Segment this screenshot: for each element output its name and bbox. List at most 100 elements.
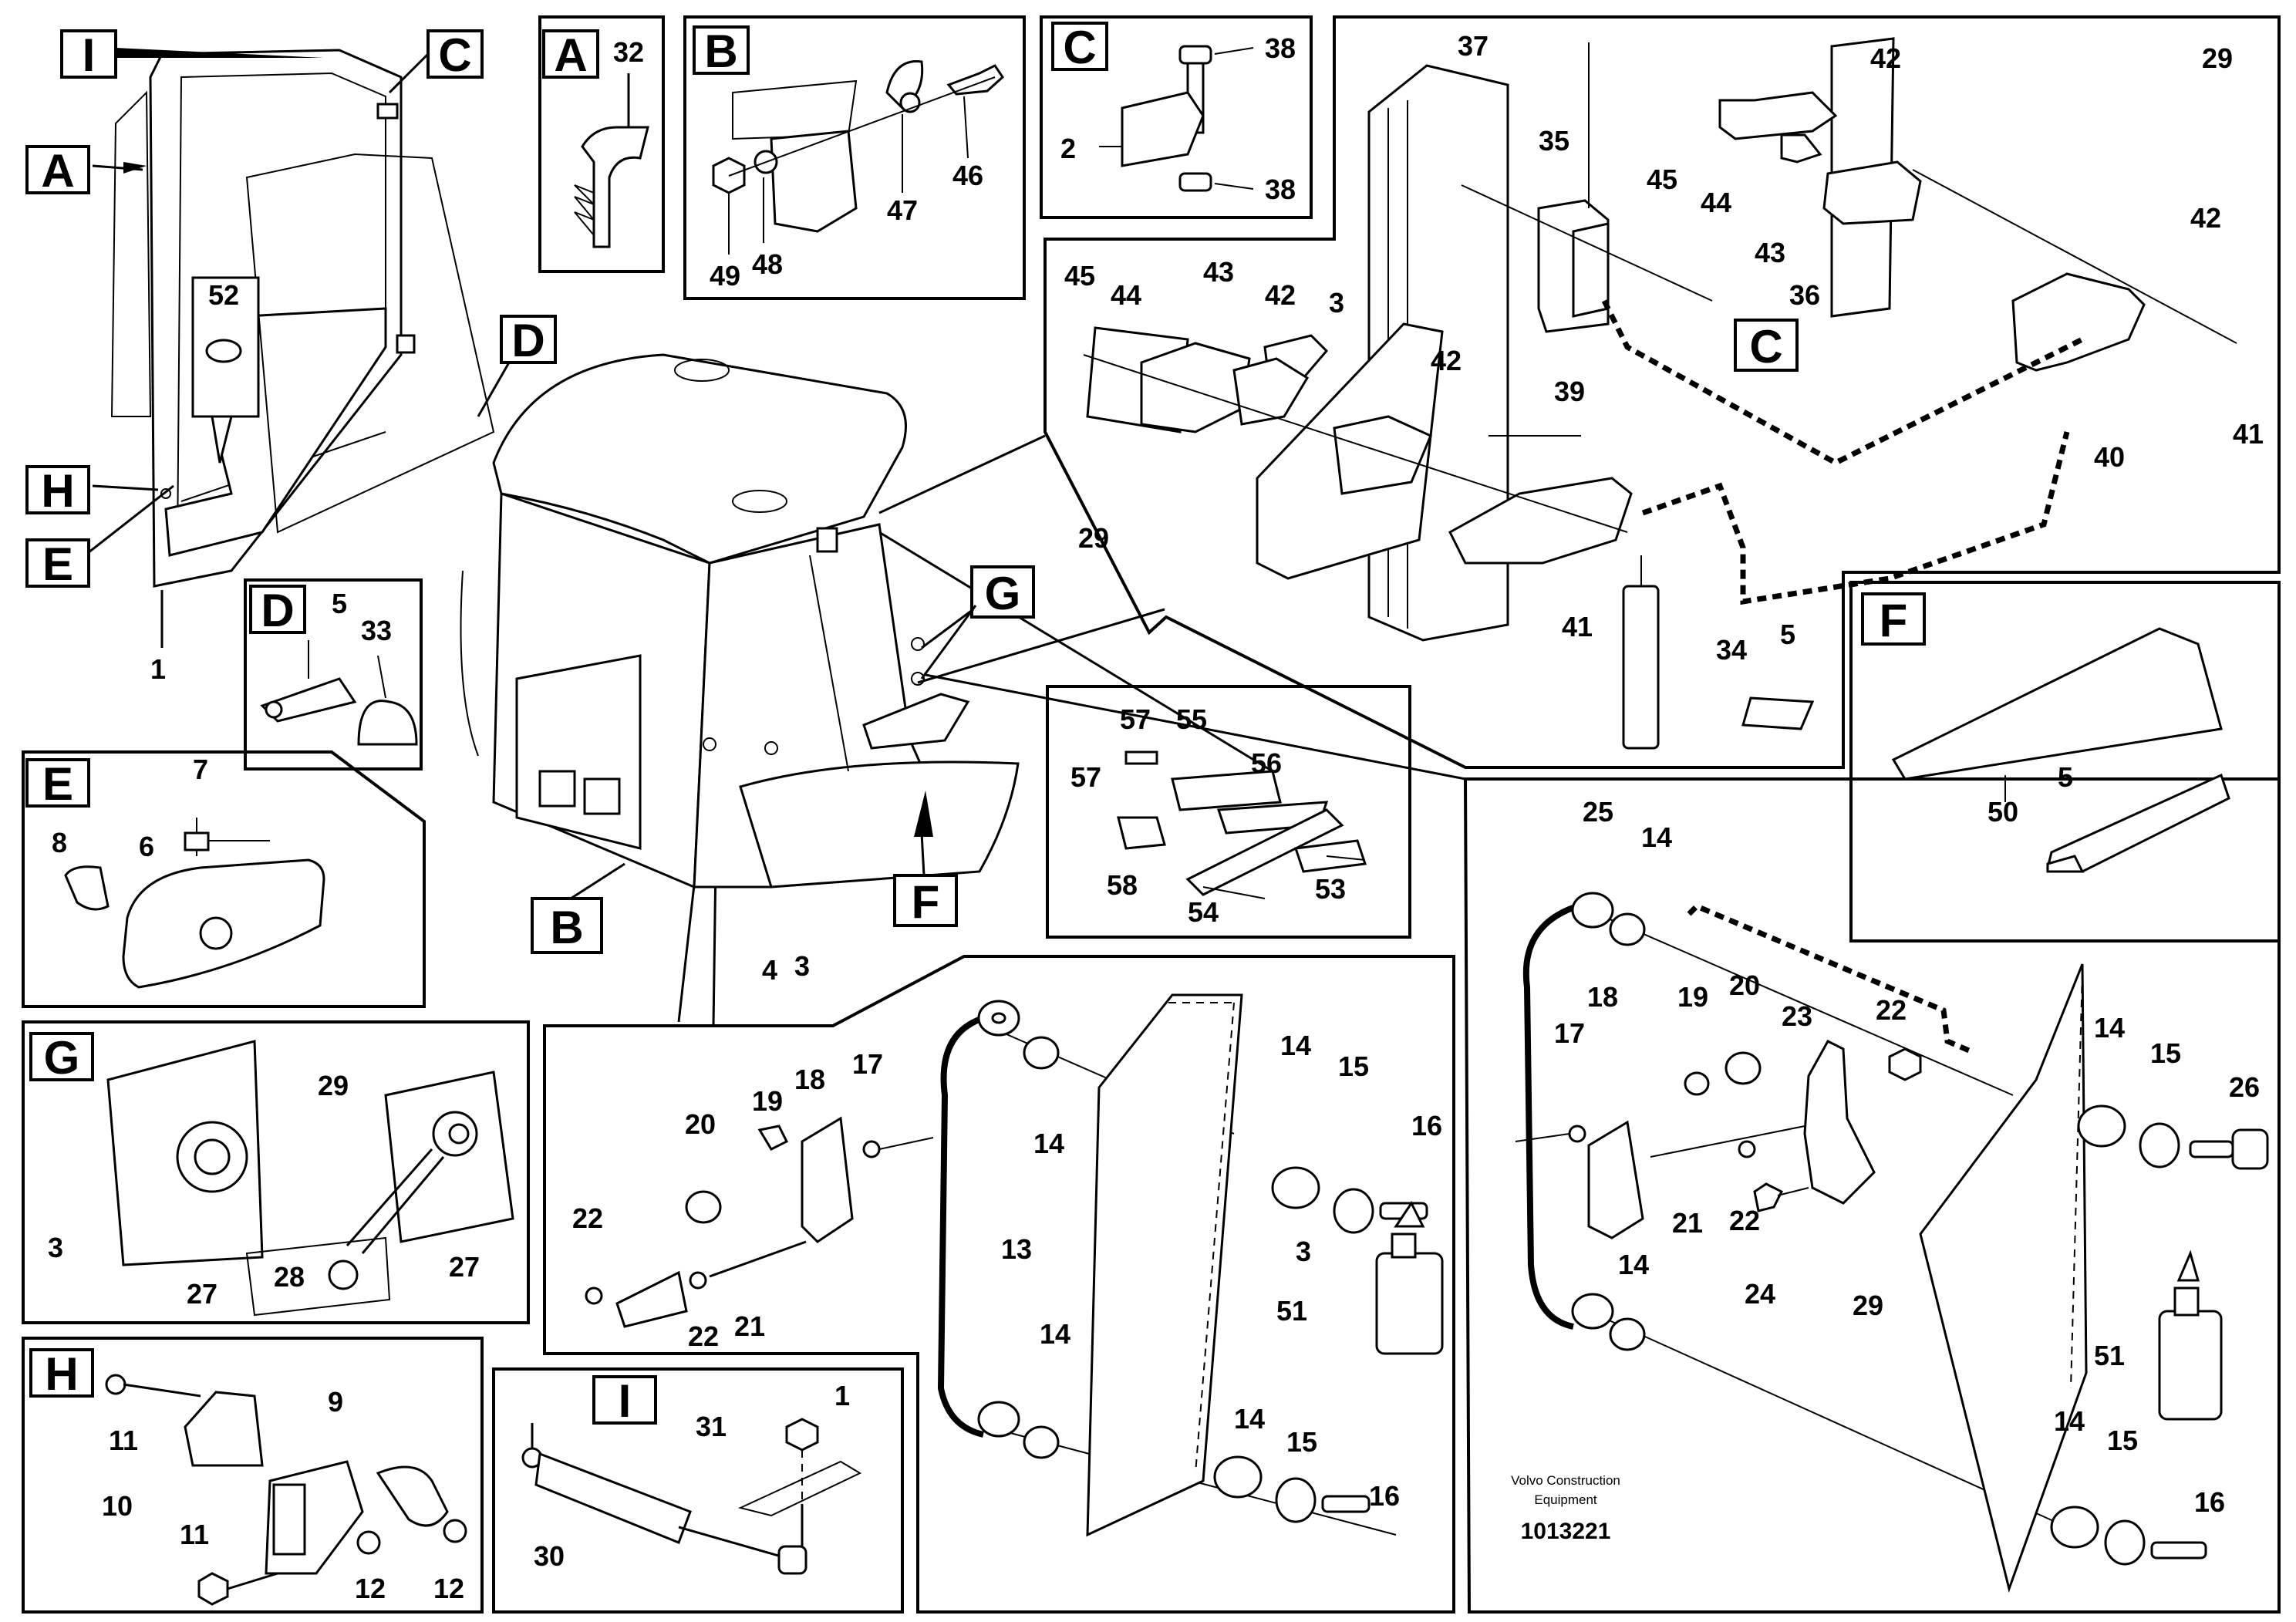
part-number-57-b: 57 <box>1070 761 1101 793</box>
tag-C-hinge: C <box>1749 321 1782 373</box>
part-number-7: 7 <box>193 754 208 785</box>
part-number-11-bottom: 11 <box>180 1519 209 1550</box>
part-number-45-top: 45 <box>1647 164 1677 195</box>
part-number-5-top: 5 <box>1780 619 1795 650</box>
detail-bracket-53-58 <box>1117 750 1367 899</box>
part-number-30: 30 <box>534 1540 565 1572</box>
part-numbers: 1 52 32 46 47 49 48 38 38 2 37 35 45 44 … <box>48 30 2264 1604</box>
part-number-5-f: 5 <box>2058 761 2073 793</box>
tag-H-detail: H <box>45 1348 78 1400</box>
part-number-29-door: 29 <box>1853 1290 1883 1321</box>
part-number-9: 9 <box>328 1386 343 1418</box>
part-number-14-b: 14 <box>1280 1030 1311 1061</box>
tag-H: H <box>41 465 74 517</box>
part-number-14-h: 14 <box>2054 1405 2085 1437</box>
tag-F-detail: F <box>1880 595 1908 646</box>
part-number-4: 4 <box>762 954 777 986</box>
detail-i-gas-strut <box>521 1418 862 1575</box>
part-number-29-g: 29 <box>318 1070 349 1101</box>
part-number-33: 33 <box>361 615 392 646</box>
detail-b-bracket <box>712 60 1004 255</box>
part-number-3-top: 3 <box>1329 287 1344 319</box>
door-assembly-overview <box>110 49 495 648</box>
part-number-51-right: 51 <box>2094 1340 2125 1371</box>
part-number-43-left: 43 <box>1203 256 1234 288</box>
tag-I-detail: I <box>619 1375 632 1427</box>
part-number-14-e: 14 <box>1641 821 1672 853</box>
tag-F: F <box>912 876 940 928</box>
part-number-3-cab: 3 <box>794 950 810 982</box>
part-number-53: 53 <box>1315 873 1346 905</box>
tag-E: E <box>42 538 73 590</box>
part-number-29-cab: 29 <box>1078 522 1109 554</box>
part-number-26: 26 <box>2229 1071 2260 1103</box>
part-52-callout <box>191 276 260 464</box>
part-number-15-b: 15 <box>1286 1426 1317 1458</box>
part-number-56: 56 <box>1251 747 1282 779</box>
part-number-14-d: 14 <box>1234 1403 1265 1435</box>
part-number-22-d: 22 <box>1729 1205 1760 1236</box>
part-number-21-right: 21 <box>1672 1207 1703 1239</box>
part-number-31: 31 <box>696 1411 727 1442</box>
part-number-23: 23 <box>1782 1000 1812 1032</box>
part-number-15-a: 15 <box>1338 1050 1369 1082</box>
part-number-22-c: 22 <box>1876 994 1907 1026</box>
part-number-41-mid: 41 <box>1562 611 1593 642</box>
cab-body <box>460 353 1020 889</box>
part-number-14-g: 14 <box>2094 1012 2125 1044</box>
tag-A-detail: A <box>554 29 587 81</box>
part-number-14-a: 14 <box>1033 1128 1064 1159</box>
tag-C-detail: C <box>1063 22 1096 73</box>
part-number-48: 48 <box>752 248 783 280</box>
part-number-54: 54 <box>1188 896 1219 928</box>
document-number: 1013221 <box>1521 1519 1611 1544</box>
part-number-15-c: 15 <box>2150 1037 2181 1069</box>
part-number-38-top: 38 <box>1265 32 1296 64</box>
part-number-11-top: 11 <box>109 1425 138 1456</box>
part-number-57-a: 57 <box>1120 703 1151 735</box>
part-number-47: 47 <box>887 194 918 226</box>
part-number-49: 49 <box>710 260 740 292</box>
part-number-18-right: 18 <box>1587 981 1618 1013</box>
part-number-13: 13 <box>1001 1233 1032 1265</box>
part-number-1-i: 1 <box>834 1380 850 1411</box>
part-number-19-right: 19 <box>1677 981 1708 1013</box>
part-number-14-f: 14 <box>1618 1249 1649 1280</box>
part-number-3-g: 3 <box>48 1232 63 1263</box>
tag-B: B <box>550 902 583 953</box>
tag-I: I <box>83 29 96 81</box>
part-number-51-left: 51 <box>1276 1295 1307 1327</box>
detail-a-seal-profile <box>574 73 649 248</box>
part-number-22-b: 22 <box>688 1320 719 1352</box>
part-number-17-right: 17 <box>1554 1017 1585 1049</box>
part-number-18-left: 18 <box>794 1064 825 1095</box>
part-number-2: 2 <box>1060 133 1076 164</box>
part-number-8: 8 <box>52 827 67 858</box>
tag-D-detail: D <box>261 585 294 636</box>
part-number-3-door: 3 <box>1296 1236 1311 1267</box>
part-number-24: 24 <box>1745 1278 1775 1310</box>
tag-D: D <box>511 315 544 366</box>
detail-d-seal <box>260 640 418 746</box>
manufacturer-name: Volvo Construction <box>1511 1473 1620 1488</box>
part-number-35: 35 <box>1539 125 1569 157</box>
tag-B-detail: B <box>704 25 737 77</box>
part-number-40: 40 <box>2094 441 2125 473</box>
part-number-42-top: 42 <box>1870 42 1901 74</box>
panel-outlines <box>22 15 2281 1614</box>
part-number-27-right: 27 <box>449 1251 480 1283</box>
part-number-46: 46 <box>952 160 983 191</box>
part-number-38-bottom: 38 <box>1265 174 1296 205</box>
part-number-42-right: 42 <box>2190 202 2221 234</box>
part-number-17-left: 17 <box>852 1048 883 1080</box>
part-number-43-top: 43 <box>1755 237 1785 268</box>
detail-f-seal-strip <box>1891 627 2230 873</box>
tag-G-detail: G <box>44 1032 80 1084</box>
part-number-15-d: 15 <box>2107 1425 2138 1456</box>
tag-G: G <box>985 568 1021 619</box>
part-number-32: 32 <box>613 36 644 68</box>
tag-E-detail: E <box>42 758 73 810</box>
part-number-41-right: 41 <box>2233 418 2264 450</box>
tag-C: C <box>438 29 471 81</box>
